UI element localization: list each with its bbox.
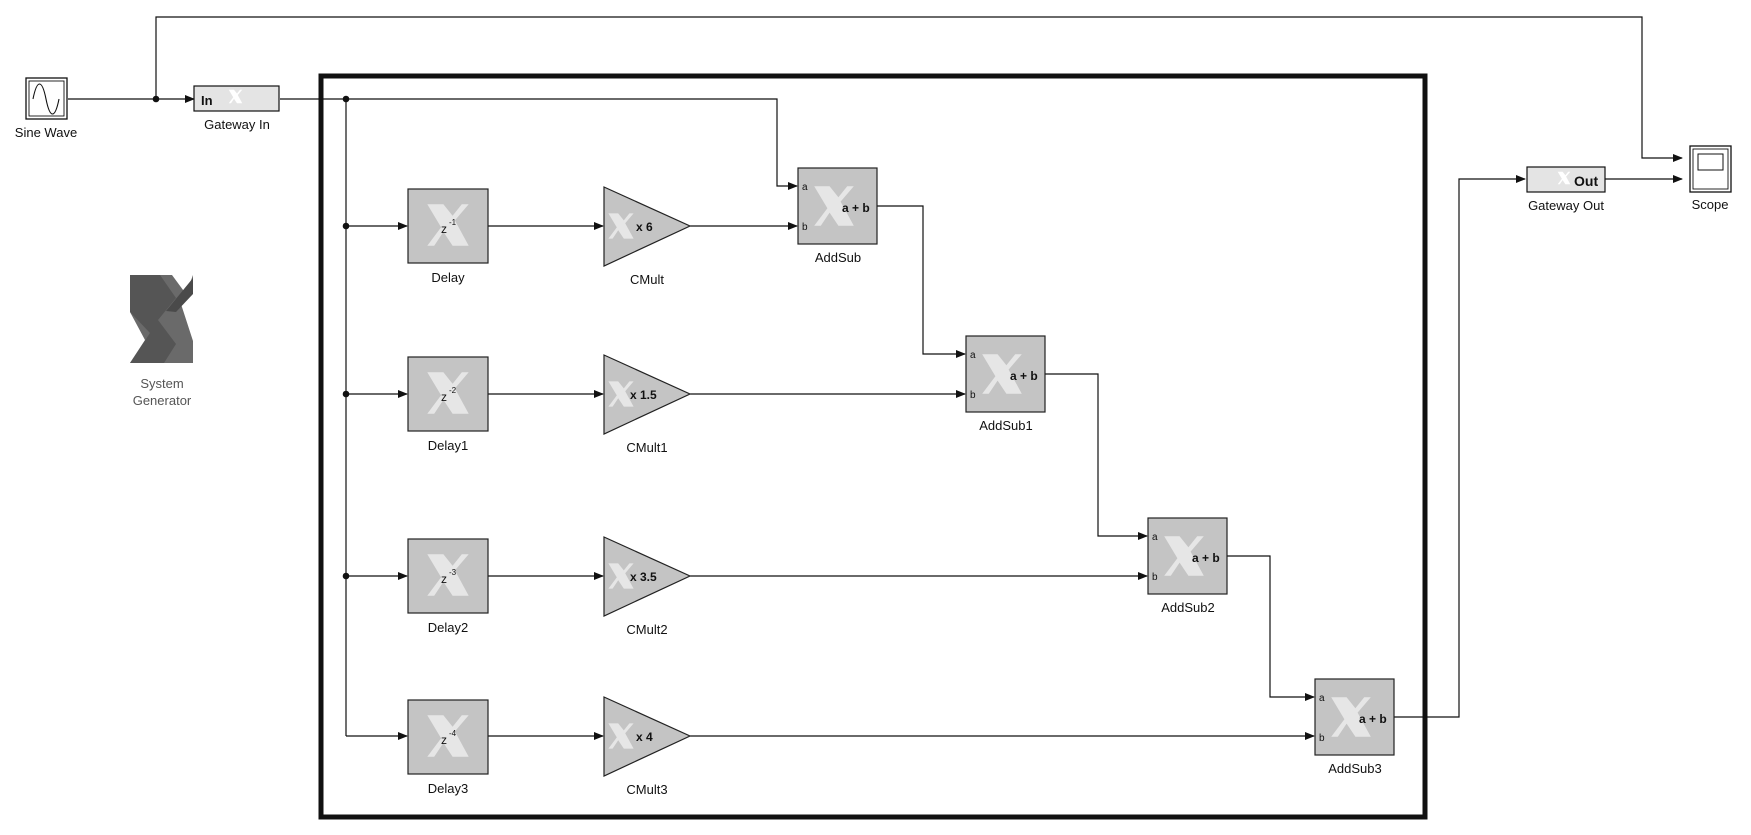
addsub-op: a + b [842, 201, 870, 215]
cmult3-gain: x 4 [636, 730, 653, 744]
scope-block[interactable] [1689, 145, 1732, 193]
sine-wave-block[interactable] [25, 77, 68, 120]
wire-addsub-to-addsub1-a[interactable] [877, 205, 966, 358]
addsub2-block[interactable]: a b a + b [1147, 517, 1228, 595]
delay3-z: z [441, 733, 447, 747]
system-generator-label-line2: Generator [133, 393, 192, 408]
wire-addsub3-to-gateway-out[interactable] [1393, 175, 1526, 718]
addsub-block[interactable]: a b a + b [797, 167, 878, 245]
sine-wave-icon [28, 80, 65, 117]
cmult2-gain: x 3.5 [630, 570, 657, 584]
xilinx-logo-icon [130, 275, 193, 363]
delay-label: Delay [431, 270, 465, 285]
cmult2-block[interactable]: x 3.5 [603, 536, 692, 617]
gateway-in-block[interactable]: In [193, 85, 280, 112]
subsystem-frame [318, 73, 1428, 820]
addsub1-port-b: b [970, 390, 976, 401]
cmult1-label: CMult1 [626, 440, 667, 455]
addsub3-op: a + b [1359, 712, 1387, 726]
addsub1-block[interactable]: a b a + b [965, 335, 1046, 413]
delay2-z: z [441, 572, 447, 586]
gateway-in-label: Gateway In [204, 117, 270, 132]
system-generator-block[interactable] [130, 275, 193, 363]
cmult-gain: x 6 [636, 220, 653, 234]
gateway-out-label: Gateway Out [1528, 198, 1604, 213]
delay-z: z [441, 222, 447, 236]
wire-to-addsub-a[interactable] [346, 98, 798, 190]
delay-block[interactable]: z -1 [407, 188, 489, 264]
delay2-label: Delay2 [428, 620, 468, 635]
delay1-block[interactable]: z -2 [407, 356, 489, 432]
delay3-exponent: -4 [449, 729, 457, 738]
addsub-port-a: a [802, 182, 808, 193]
delay1-label: Delay1 [428, 438, 468, 453]
scope-label: Scope [1692, 197, 1729, 212]
addsub3-port-b: b [1319, 733, 1325, 744]
delay1-z: z [441, 390, 447, 404]
delay2-exponent: -3 [449, 568, 457, 577]
delay-exponent: -1 [449, 218, 457, 227]
gateway-in-text: In [201, 93, 213, 108]
scope-screen-icon [1697, 153, 1724, 171]
cmult3-label: CMult3 [626, 782, 667, 797]
signal-lines [68, 16, 1683, 740]
branch-point [152, 95, 160, 103]
gateway-out-text: Out [1574, 173, 1598, 189]
gateway-out-block[interactable]: Out [1526, 166, 1606, 193]
addsub2-port-b: b [1152, 572, 1158, 583]
addsub2-label: AddSub2 [1161, 600, 1215, 615]
delay2-block[interactable]: z -3 [407, 538, 489, 614]
system-generator-label-line1: System [140, 376, 183, 391]
addsub-label: AddSub [815, 250, 861, 265]
delay3-block[interactable]: z -4 [407, 699, 489, 775]
cmult-label: CMult [630, 272, 664, 287]
wire-addsub1-to-addsub2-a[interactable] [1044, 373, 1148, 540]
delay3-label: Delay3 [428, 781, 468, 796]
addsub1-op: a + b [1010, 369, 1038, 383]
addsub3-block[interactable]: a b a + b [1314, 678, 1395, 756]
cmult1-gain: x 1.5 [630, 388, 657, 402]
addsub3-label: AddSub3 [1328, 761, 1382, 776]
cmult2-label: CMult2 [626, 622, 667, 637]
wire-addsub2-to-addsub3-a[interactable] [1227, 555, 1315, 701]
branch-point [342, 95, 350, 103]
cmult-block[interactable]: x 6 [603, 186, 692, 267]
addsub2-op: a + b [1192, 551, 1220, 565]
addsub1-port-a: a [970, 350, 976, 361]
addsub2-port-a: a [1152, 532, 1158, 543]
wire-sine-to-scope[interactable] [155, 16, 1683, 162]
sine-wave-label: Sine Wave [15, 125, 77, 140]
addsub3-port-a: a [1319, 693, 1325, 704]
cmult1-block[interactable]: x 1.5 [603, 354, 692, 435]
delay1-exponent: -2 [449, 386, 457, 395]
addsub1-label: AddSub1 [979, 418, 1033, 433]
addsub-port-b: b [802, 222, 808, 233]
cmult3-block[interactable]: x 4 [603, 696, 692, 777]
